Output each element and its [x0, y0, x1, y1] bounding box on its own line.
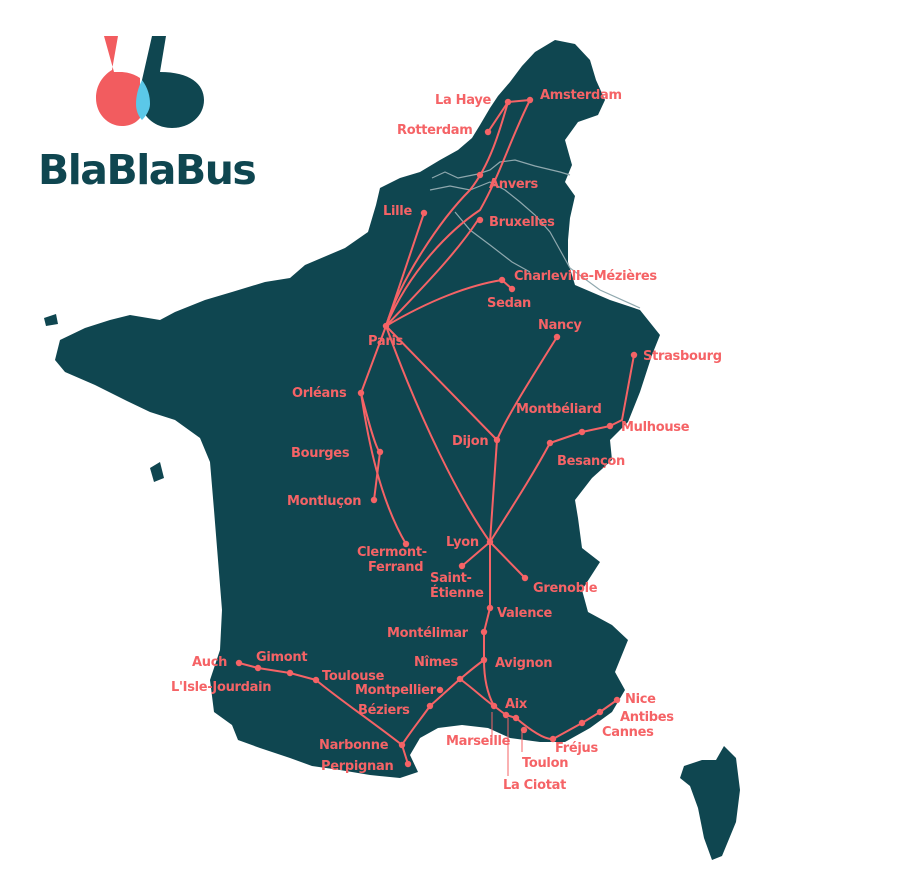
label-dijon: Dijon: [452, 434, 488, 449]
dot-cannes: [578, 719, 586, 727]
mainland-landmass: [55, 40, 660, 778]
dot-paris: [382, 322, 390, 330]
dot-mulhouse: [606, 422, 614, 430]
brand-logo-mark: [96, 36, 204, 128]
dot-sedan: [508, 285, 516, 293]
label-auch: Auch: [192, 655, 227, 670]
dot-bruxelles: [476, 216, 484, 224]
label-avignon: Avignon: [495, 656, 552, 671]
label-montlucon: Montluçon: [287, 494, 361, 509]
label-charleville: Charleville-Mézières: [514, 269, 657, 284]
dot-lille: [420, 209, 428, 217]
label-montbeliard: Montbéliard: [516, 402, 602, 417]
label-clermont-1: Clermont-: [357, 545, 427, 560]
label-besancon: Besançon: [557, 454, 625, 469]
dot-isle-jourdain: [286, 669, 294, 677]
dot-la-ciotat: [512, 714, 520, 722]
label-montpellier: Montpellier: [355, 683, 437, 698]
dot-beziers: [426, 702, 434, 710]
label-antibes: Antibes: [620, 710, 674, 725]
label-la-haye: La Haye: [435, 93, 492, 108]
label-la-ciotat: La Ciotat: [503, 778, 566, 793]
dot-toulouse: [312, 676, 320, 684]
dot-lyon: [486, 538, 494, 546]
label-orleans: Orléans: [292, 386, 347, 401]
dot-toulon: [520, 726, 528, 734]
dot-aix: [490, 702, 498, 710]
label-marseille: Marseille: [446, 734, 511, 749]
label-clermont-2: Ferrand: [368, 560, 423, 575]
label-frejus: Fréjus: [555, 741, 598, 756]
city-dots: [235, 96, 638, 768]
label-strasbourg: Strasbourg: [643, 349, 722, 364]
dot-la-haye: [504, 98, 512, 106]
label-bruxelles: Bruxelles: [489, 215, 555, 230]
label-saint-etienne-2: Étienne: [430, 585, 484, 601]
label-amsterdam: Amsterdam: [540, 88, 622, 103]
label-rotterdam: Rotterdam: [397, 123, 473, 138]
dot-amsterdam: [526, 96, 534, 104]
label-leaders: [491, 712, 523, 776]
label-bourges: Bourges: [291, 446, 350, 461]
dot-strasbourg: [630, 351, 638, 359]
dot-auch: [235, 659, 243, 667]
dot-charleville: [498, 276, 506, 284]
label-gimont: Gimont: [256, 650, 307, 665]
country-borders: [429, 159, 641, 309]
label-grenoble: Grenoble: [533, 581, 598, 596]
label-anvers: Anvers: [489, 177, 539, 192]
dot-nice: [613, 696, 621, 704]
label-lyon: Lyon: [446, 535, 479, 550]
dot-antibes: [596, 708, 604, 716]
dot-gimont: [254, 664, 262, 672]
label-saint-etienne-1: Saint-: [430, 571, 472, 586]
dot-montpellier: [436, 686, 444, 694]
dot-rotterdam: [484, 128, 492, 136]
label-nancy: Nancy: [538, 318, 582, 333]
dot-bourges: [376, 448, 384, 456]
dot-montelimar: [480, 628, 488, 636]
label-narbonne: Narbonne: [319, 738, 389, 753]
label-valence: Valence: [497, 606, 553, 621]
brand-wordmark: BlaBlaBus: [38, 146, 257, 194]
label-toulon: Toulon: [522, 756, 568, 771]
label-nimes: Nîmes: [414, 655, 458, 670]
label-toulouse: Toulouse: [322, 669, 385, 684]
dot-marseille: [502, 711, 510, 719]
label-cannes: Cannes: [602, 725, 654, 740]
brittany-islet: [44, 314, 58, 326]
dot-grenoble: [521, 574, 529, 582]
label-isle-jourdain: L'Isle-Jourdain: [171, 680, 271, 695]
label-lille: Lille: [383, 204, 412, 219]
city-labels: Amsterdam La Haye Rotterdam Anvers Lille…: [171, 88, 722, 793]
dot-valence: [486, 604, 494, 612]
dot-montbeliard: [578, 428, 586, 436]
dot-avignon: [480, 656, 488, 664]
label-mulhouse: Mulhouse: [621, 420, 690, 435]
dot-perpignan: [404, 760, 412, 768]
atlantic-island: [150, 462, 164, 482]
dot-narbonne: [398, 741, 406, 749]
dot-clermont: [402, 540, 410, 548]
label-montelimar: Montélimar: [387, 626, 469, 641]
dot-montlucon: [370, 496, 378, 504]
label-perpignan: Perpignan: [321, 759, 393, 774]
corsica-landmass: [680, 746, 740, 860]
label-sedan: Sedan: [487, 296, 531, 311]
label-aix: Aix: [505, 697, 528, 712]
dot-orleans: [357, 389, 365, 397]
label-paris: Paris: [368, 334, 404, 349]
dot-nimes: [456, 675, 464, 683]
dot-anvers: [476, 171, 484, 179]
dot-nancy: [553, 333, 561, 341]
dot-besancon: [546, 439, 554, 447]
label-beziers: Béziers: [358, 703, 410, 718]
dot-saint-etienne: [458, 562, 466, 570]
dot-frejus: [549, 735, 557, 743]
dot-dijon: [493, 436, 501, 444]
label-nice: Nice: [625, 692, 656, 707]
